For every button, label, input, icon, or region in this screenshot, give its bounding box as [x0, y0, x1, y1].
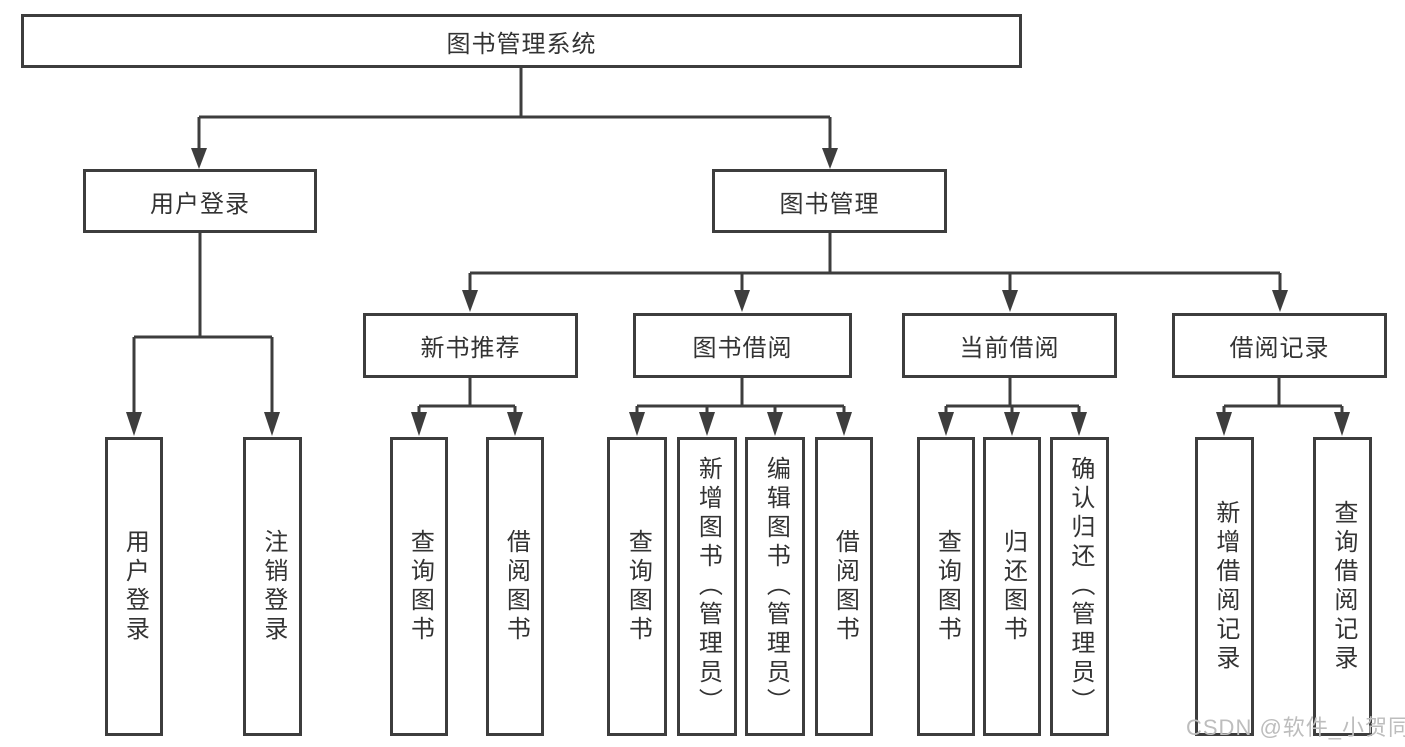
leaf-borrow-query-label: 查询图书 — [624, 528, 652, 645]
leaf-borrow-edit-book: 编辑图书（管理员） — [745, 437, 805, 736]
node-book-borrow-label: 图书借阅 — [692, 335, 793, 362]
leaf-current-confirm-return: 确认归还（管理员） — [1050, 437, 1109, 736]
leaf-newbooks-borrow-label: 借阅图书 — [502, 528, 530, 645]
leaf-borrow-borrow-book-label: 借阅图书 — [831, 528, 859, 645]
leaf-newbooks-borrow: 借阅图书 — [486, 437, 544, 736]
node-new-book-recommend-label: 新书推荐 — [420, 335, 521, 362]
leaf-logout: 注销登录 — [243, 437, 302, 736]
leaf-records-add: 新增借阅记录 — [1195, 437, 1254, 736]
node-book-management: 图书管理 — [712, 169, 947, 233]
leaf-newbooks-query: 查询图书 — [390, 437, 448, 736]
leaf-borrow-add-book: 新增图书（管理员） — [677, 437, 737, 736]
leaf-records-add-label: 新增借阅记录 — [1211, 499, 1239, 674]
node-user-login: 用户登录 — [83, 169, 317, 233]
node-book-management-label: 图书管理 — [779, 190, 880, 218]
leaf-current-return-label: 归还图书 — [999, 528, 1027, 645]
leaf-borrow-add-book-label: 新增图书（管理员） — [694, 456, 722, 717]
node-user-login-label: 用户登录 — [150, 190, 250, 218]
node-library-system-label: 图书管理系统 — [446, 30, 597, 58]
leaf-records-query-label: 查询借阅记录 — [1329, 499, 1357, 674]
leaf-current-return: 归还图书 — [983, 437, 1041, 736]
leaf-borrow-borrow-book: 借阅图书 — [815, 437, 873, 736]
node-new-book-recommend: 新书推荐 — [363, 313, 578, 378]
node-borrow-records-label: 借阅记录 — [1229, 335, 1330, 362]
leaf-current-query-label: 查询图书 — [933, 528, 961, 645]
node-current-borrow-label: 当前借阅 — [959, 335, 1060, 362]
leaf-borrow-edit-book-label: 编辑图书（管理员） — [762, 456, 790, 717]
leaf-user-login: 用户登录 — [105, 437, 163, 736]
node-borrow-records: 借阅记录 — [1172, 313, 1387, 378]
node-current-borrow: 当前借阅 — [902, 313, 1117, 378]
leaf-borrow-query: 查询图书 — [607, 437, 667, 736]
leaf-newbooks-query-label: 查询图书 — [406, 528, 434, 645]
csdn-watermark: CSDN @软件_小贺同学 — [1186, 715, 1405, 740]
node-library-system: 图书管理系统 — [21, 14, 1022, 68]
leaf-logout-label: 注销登录 — [259, 528, 287, 645]
leaf-user-login-label: 用户登录 — [121, 528, 149, 645]
node-book-borrow: 图书借阅 — [633, 313, 852, 378]
leaf-current-confirm-return-label: 确认归还（管理员） — [1066, 456, 1094, 717]
leaf-records-query: 查询借阅记录 — [1313, 437, 1372, 736]
leaf-current-query: 查询图书 — [917, 437, 975, 736]
